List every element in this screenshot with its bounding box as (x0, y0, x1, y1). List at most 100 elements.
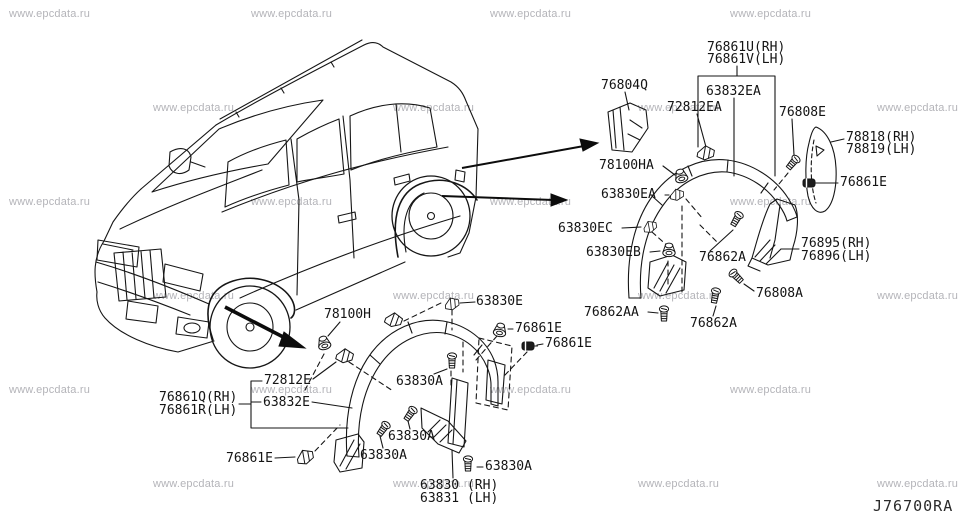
part-label-76862AA: 76862AA (584, 305, 639, 320)
front-door-edge (290, 138, 300, 296)
part-label-76861Q-RH: 76861Q(RH) (159, 390, 238, 405)
watermark: www.epcdata.ru (730, 384, 812, 396)
part-label-63830E: 63830E (476, 294, 523, 309)
quarter-window (349, 103, 438, 171)
part-label-76861E: 76861E (840, 175, 887, 190)
watermark: www.epcdata.ru (393, 478, 475, 490)
part-label-78818-RH: 78818(RH) (846, 130, 917, 145)
watermark: www.epcdata.ru (9, 8, 91, 20)
part-label-76808A: 76808A (756, 286, 803, 301)
rear-fender-flare (394, 179, 478, 258)
screw-bolt-icon (727, 267, 746, 286)
watermark: www.epcdata.ru (251, 384, 333, 396)
diagram-code: J76700RA (873, 497, 954, 515)
grommet-clip-icon (492, 321, 508, 339)
rear-arch-molding (627, 159, 798, 299)
front-wheel (209, 285, 291, 369)
push-clip-icon (334, 346, 355, 366)
part-label-63830EB: 63830EB (586, 245, 641, 260)
push-clip-icon (295, 448, 315, 466)
door-handle (337, 211, 357, 224)
part-label-63830A-4: 63830A (485, 459, 532, 474)
part-label-78819-LH: 78819(LH) (846, 142, 917, 157)
watermark: www.epcdata.ru (730, 8, 812, 20)
watermark: www.epcdata.ru (490, 8, 572, 20)
screw-bolt-icon (401, 404, 420, 424)
watermark: www.epcdata.ru (153, 478, 235, 490)
direction-arrows (224, 138, 600, 349)
part-label-63830-RH: 63830 (RH) (420, 478, 499, 493)
watermark: www.epcdata.ru (251, 8, 333, 20)
rear-mud-guard (751, 198, 798, 266)
grommet-clip-icon (662, 242, 676, 258)
screw-bolt-icon (446, 352, 458, 369)
part-label-76808E: 76808E (779, 105, 826, 120)
front-door-window (224, 139, 290, 208)
vehicle-illustration (94, 39, 479, 369)
part-label-76861R-LH: 76861R(LH) (159, 403, 238, 418)
direction-arrow-icon (224, 305, 307, 349)
grommet-clip-icon (672, 167, 690, 185)
part-label-78100HA: 78100HA (599, 158, 654, 173)
part-label-76896-LH: 76896(LH) (801, 249, 872, 264)
part-label-63830EA: 63830EA (601, 187, 656, 202)
watermark: www.epcdata.ru (877, 290, 959, 302)
part-label-76861U-RH: 76861U(RH) (707, 40, 786, 55)
part-label-76862A: 76862A (699, 250, 746, 265)
watermark: www.epcdata.ru (9, 196, 91, 208)
part-label-63831-LH: 63831 (LH) (420, 491, 499, 506)
front-fender-flare (207, 277, 296, 341)
grille (113, 248, 167, 302)
watermark: www.epcdata.ru (638, 102, 720, 114)
push-clip-icon (642, 219, 658, 234)
part-label-76861E-f1: 76861E (515, 321, 562, 336)
fog-lamp (175, 316, 210, 339)
push-clip-icon (696, 144, 716, 162)
arch-foot-bracket (333, 433, 365, 473)
watermark: www.epcdata.ru (638, 290, 720, 302)
watermark: www.epcdata.ru (730, 196, 812, 208)
rear-door-window (296, 118, 345, 183)
door-mirror (168, 148, 206, 175)
direction-arrow-icon (461, 138, 600, 169)
part-label-63832E: 63832E (263, 395, 310, 410)
part-label-63830EC: 63830EC (558, 221, 613, 236)
screw-bolt-icon (784, 153, 803, 172)
turn-lamp (162, 263, 204, 292)
beltline (221, 146, 449, 213)
fuel-door (454, 169, 466, 183)
watermark: www.epcdata.ru (877, 102, 959, 114)
sill-protector-76804Q (607, 102, 649, 153)
part-label-76861E-f2: 76861E (545, 336, 592, 351)
part-label-63832EA: 63832EA (706, 84, 761, 99)
part-label-63830A-2: 63830A (388, 429, 435, 444)
screw-bolt-icon (708, 286, 722, 305)
part-label-76861E-f3: 76861E (226, 451, 273, 466)
grommet-clip-icon (315, 334, 333, 352)
part-label-76862A-2: 76862A (690, 316, 737, 331)
rear-fender-protector (805, 126, 837, 213)
watermark: www.epcdata.ru (251, 196, 333, 208)
rear-door-edge (342, 115, 355, 259)
watermark: www.epcdata.ru (153, 102, 235, 114)
part-label-63830A-3: 63830A (360, 448, 407, 463)
roof-rail (219, 39, 363, 120)
part-label-76861V-LH: 76861V(LH) (707, 52, 786, 67)
door-handle (393, 173, 411, 186)
watermark: www.epcdata.ru (490, 384, 572, 396)
rear-wheel-arch-parts (607, 65, 845, 322)
screw-bolt-icon (462, 455, 474, 472)
watermark: www.epcdata.ru (393, 102, 475, 114)
direction-arrow-icon (441, 193, 569, 207)
push-clip-icon (444, 296, 460, 311)
rear-wheel (391, 175, 471, 257)
part-label-72812EA: 72812EA (667, 100, 722, 115)
arch-foot-bracket (647, 254, 687, 297)
front-mud-guard (447, 377, 469, 448)
push-clip-icon (383, 310, 405, 330)
part-label-63830A-1: 63830A (396, 374, 443, 389)
screw-bolt-icon (728, 209, 746, 229)
part-label-78100H: 78100H (324, 307, 371, 322)
